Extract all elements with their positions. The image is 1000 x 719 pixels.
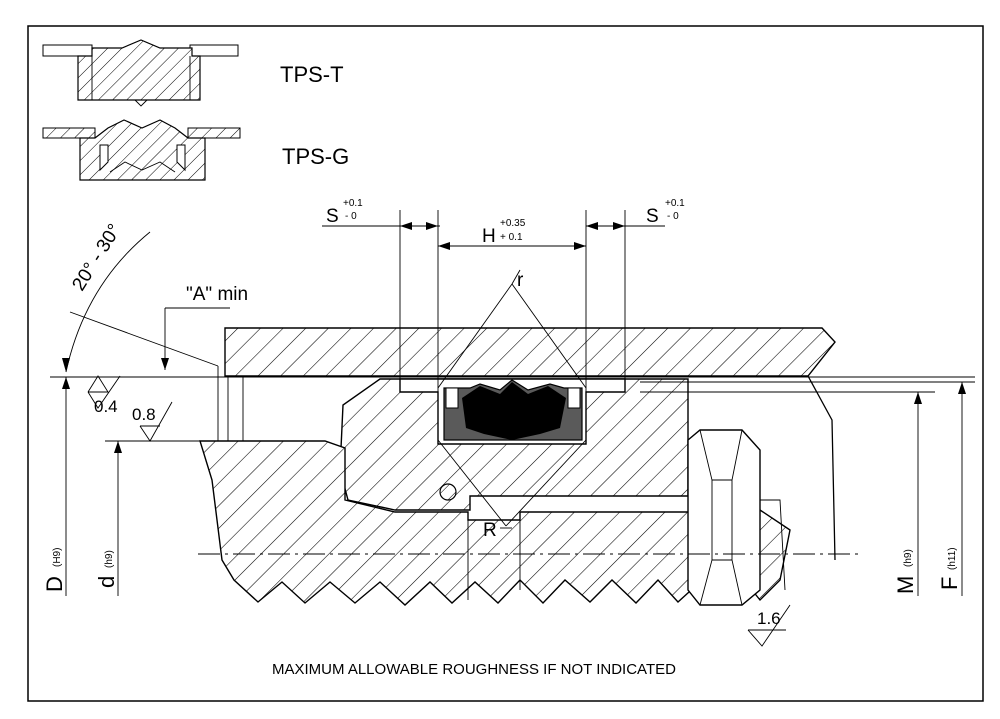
dim-bore-d: D (H9) bbox=[42, 377, 70, 596]
angle-label: 20° - 30° bbox=[68, 220, 125, 294]
a-min-label: "A" min bbox=[186, 284, 248, 305]
svg-text:0.8: 0.8 bbox=[132, 405, 156, 424]
dim-h: H +0.35 + 0.1 bbox=[438, 218, 586, 250]
housing-edge bbox=[807, 375, 836, 561]
tps-g-profile-icon bbox=[42, 119, 241, 181]
svg-text:M: M bbox=[893, 576, 918, 594]
svg-text:1.6: 1.6 bbox=[757, 609, 781, 628]
svg-text:S: S bbox=[646, 206, 659, 227]
seal-element bbox=[443, 379, 583, 441]
hex-nut bbox=[687, 429, 786, 606]
radius-r-large-leader: R bbox=[437, 439, 587, 541]
dim-m: M (h9) bbox=[893, 392, 922, 596]
roughness-note: MAXIMUM ALLOWABLE ROUGHNESS IF NOT INDIC… bbox=[272, 661, 676, 678]
roughness-symbol-0-8: 0.8 bbox=[132, 401, 173, 442]
dim-f: F (h11) bbox=[937, 382, 966, 596]
svg-text:D: D bbox=[42, 576, 67, 592]
o-ring bbox=[439, 483, 457, 501]
svg-text:+ 0.1: + 0.1 bbox=[500, 232, 523, 243]
svg-text:- 0: - 0 bbox=[345, 211, 357, 222]
svg-text:+0.1: +0.1 bbox=[343, 198, 363, 209]
svg-text:- 0: - 0 bbox=[667, 211, 679, 222]
svg-text:r: r bbox=[517, 270, 524, 291]
rod-shaft bbox=[199, 440, 791, 606]
roughness-symbol-1-6: 1.6 bbox=[747, 604, 791, 647]
svg-text:F: F bbox=[937, 577, 962, 590]
tps-t-profile-icon bbox=[42, 39, 239, 107]
roughness-symbol-0-4: 0.4 bbox=[87, 375, 121, 416]
drawing-frame bbox=[27, 25, 984, 702]
svg-text:(h11): (h11) bbox=[947, 547, 958, 570]
svg-text:(h9): (h9) bbox=[903, 549, 914, 567]
radius-r-leader: r bbox=[437, 269, 587, 389]
svg-text:+0.1: +0.1 bbox=[665, 198, 685, 209]
tps-t-label: TPS-T bbox=[280, 62, 344, 87]
svg-text:d: d bbox=[94, 576, 119, 588]
svg-text:(h9): (h9) bbox=[104, 550, 115, 568]
dim-s-right: S +0.1 - 0 bbox=[586, 198, 685, 230]
dim-rod-d: d (h9) bbox=[94, 441, 122, 596]
housing-bore bbox=[224, 327, 836, 377]
svg-text:+0.35: +0.35 bbox=[500, 218, 526, 229]
reference-lines bbox=[50, 210, 975, 442]
angle-arc bbox=[65, 231, 151, 373]
svg-text:(H9): (H9) bbox=[52, 548, 63, 567]
svg-text:H: H bbox=[482, 226, 496, 247]
svg-text:0.4: 0.4 bbox=[94, 397, 118, 416]
svg-text:R: R bbox=[483, 520, 497, 541]
tps-g-label: TPS-G bbox=[282, 144, 349, 169]
svg-text:S: S bbox=[326, 206, 339, 227]
dim-s-left: S +0.1 - 0 bbox=[322, 198, 440, 230]
